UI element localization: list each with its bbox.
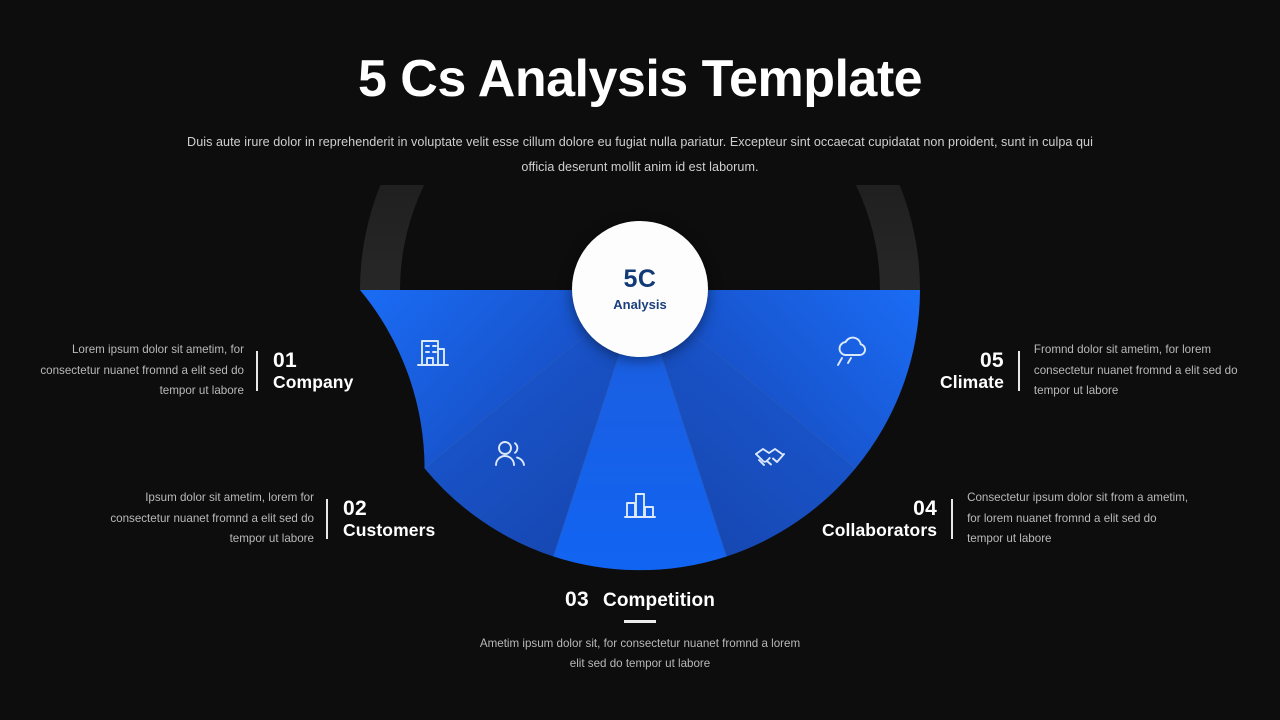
center-hub: 5C Analysis	[572, 221, 708, 357]
callout-name: Company	[273, 371, 354, 392]
callout-climate[interactable]: 05 Climate Fromnd dolor sit ametim, for …	[940, 340, 1250, 402]
fan-segment-collaborators	[640, 290, 856, 557]
callout-divider	[256, 350, 258, 391]
callout-name: Customers	[343, 519, 436, 540]
callout-number: 03	[565, 588, 590, 611]
fan-segment-climate	[640, 290, 920, 469]
callout-name: Collaborators	[822, 519, 938, 540]
callout-description: Lorem ipsum dolor sit ametim, for consec…	[40, 343, 244, 398]
page-subtitle: Duis aute irure dolor in reprehenderit i…	[187, 135, 1093, 174]
callout-competition[interactable]: 03 Competition Ametim ipsum dolor sit, f…	[0, 588, 1280, 675]
callout-customers[interactable]: Ipsum dolor sit ametim, lorem for consec…	[98, 488, 435, 550]
callout-collaborators[interactable]: 04 Collaborators Consectetur ipsum dolor…	[822, 488, 1189, 550]
cloud-rain-icon	[837, 336, 867, 366]
callout-number: 04	[913, 497, 938, 521]
fan-segment-customers	[424, 290, 640, 557]
callout-description: Ipsum dolor sit ametim, lorem for consec…	[110, 491, 314, 546]
bar-chart-icon	[624, 493, 656, 518]
users-icon	[495, 441, 525, 466]
callout-description: Consectetur ipsum dolor sit from a ameti…	[967, 491, 1189, 546]
fan-segments	[360, 290, 920, 571]
callout-divider	[624, 619, 656, 623]
callout-divider	[326, 498, 328, 539]
callout-description: Fromnd dolor sit ametim, for lorem conse…	[1033, 343, 1238, 398]
handshake-icon	[755, 448, 785, 466]
hub-title: 5C	[623, 265, 657, 293]
page-title: 5 Cs Analysis Template	[357, 50, 923, 108]
callout-name: Competition	[603, 590, 715, 611]
callout-number: 02	[343, 497, 367, 521]
decorative-arc-ring	[360, 185, 920, 290]
callout-name: Climate	[940, 371, 1004, 392]
callout-divider	[951, 498, 954, 539]
office-building-icon	[417, 340, 449, 366]
callout-number: 01	[273, 349, 297, 373]
fan-diagram	[340, 185, 940, 575]
callout-number: 05	[979, 349, 1004, 373]
callout-company[interactable]: Lorem ipsum dolor sit ametim, for consec…	[28, 340, 353, 402]
fan-segment-company	[360, 290, 640, 469]
hub-subtitle: Analysis	[613, 297, 667, 312]
callout-description: Ametim ipsum dolor sit, for consectetur …	[479, 636, 801, 671]
callout-divider	[1017, 350, 1020, 391]
fan-segment-competition	[553, 290, 727, 571]
